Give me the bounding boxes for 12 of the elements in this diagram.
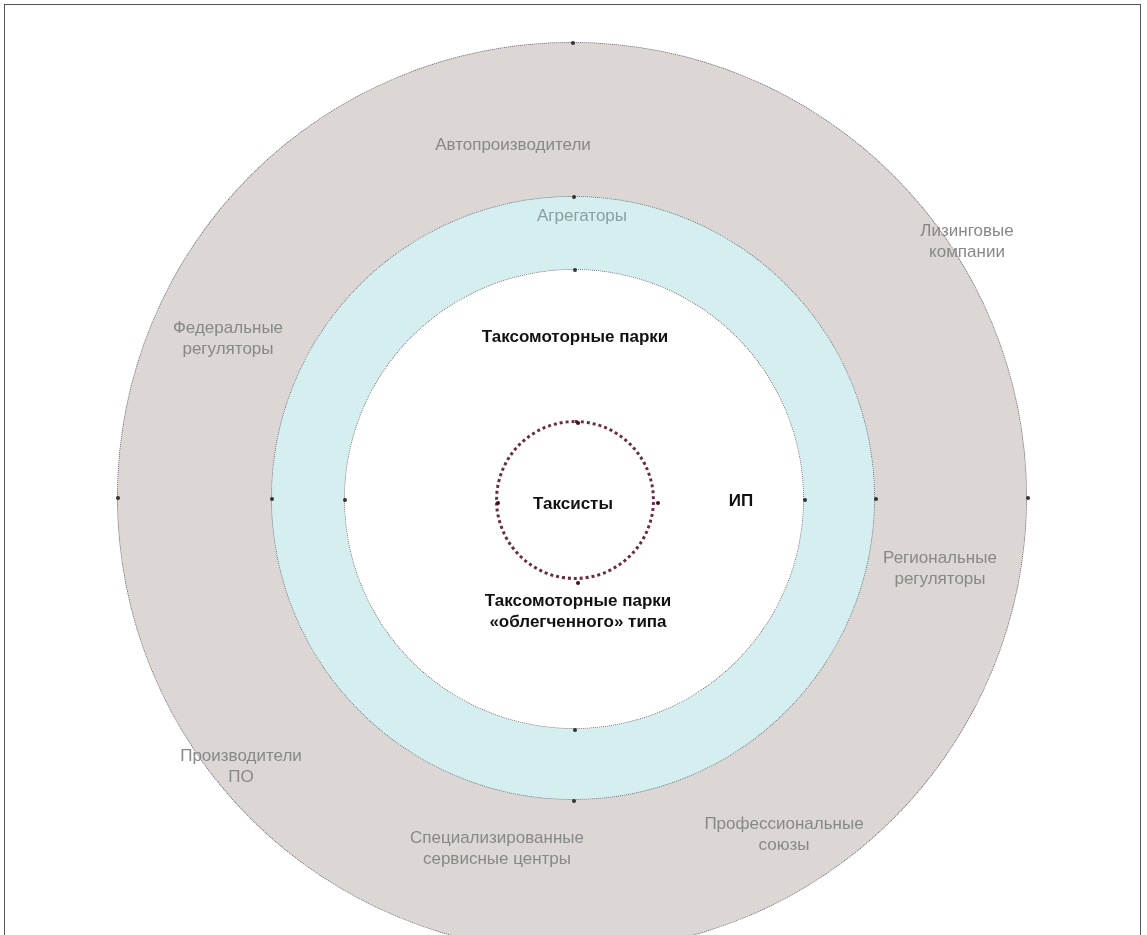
ring-label: Лизинговые компании [919, 220, 1015, 262]
circle-label: Таксисты [532, 492, 614, 514]
ring-label: Федеральные регуляторы [171, 317, 285, 359]
ring-label: Профессиональные союзы [704, 813, 864, 855]
circle-label: Таксомоторные парки [480, 325, 670, 347]
ring-label: Производители ПО [179, 745, 303, 787]
circle-label: ИП [727, 489, 755, 511]
ring-label: Автопроизводители [434, 133, 592, 155]
ring-label: Специализированные сервисные центры [409, 827, 585, 869]
ring-label: Региональные регуляторы [882, 547, 998, 589]
circle-label: Таксомоторные парки «облегченного» типа [483, 590, 673, 632]
ring-label: Агрегаторы [535, 204, 629, 226]
